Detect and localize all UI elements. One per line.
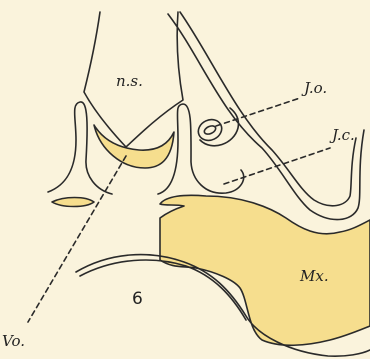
- left-palatal-fold: [48, 102, 112, 194]
- maxilla: [160, 195, 370, 345]
- label-nasal-septum: n.s.: [116, 74, 143, 89]
- figure-number: 6: [132, 291, 143, 308]
- label-vomer: Vo.: [2, 334, 25, 349]
- label-jacobson-organ: J.o.: [304, 81, 327, 96]
- leader-line-vo: [28, 156, 126, 322]
- jacobson-organ-lumen: [203, 124, 217, 136]
- vomer-cartilage: [94, 125, 174, 168]
- leader-line-jc: [224, 148, 330, 184]
- label-jacobson-cartilage: J.c.: [332, 128, 355, 143]
- label-maxilla: Mx.: [300, 269, 329, 284]
- leader-line-jo: [216, 98, 300, 126]
- left-palatal-blob: [52, 198, 94, 207]
- cheek-outer-line: [168, 14, 364, 220]
